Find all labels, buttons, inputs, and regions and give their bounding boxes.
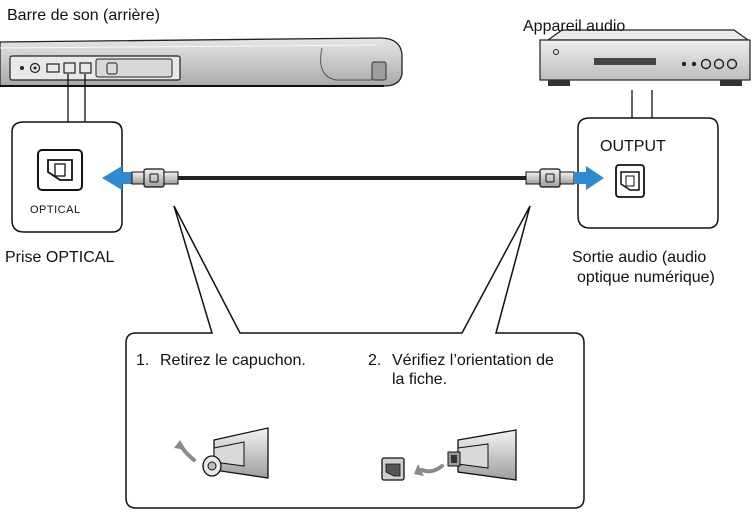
device-label: Appareil audio (523, 18, 626, 35)
audio-device-illustration (539, 29, 751, 86)
step-2-number: 2. (368, 352, 382, 369)
optical-port-text: OPTICAL (30, 204, 81, 216)
plug-orientation-illustration (381, 429, 517, 481)
instruction-callout-frame (125, 205, 585, 509)
output-port-text: OUTPUT (600, 138, 666, 155)
soundbar-illustration (0, 37, 403, 87)
step-2-text-line1: Vérifiez l’orientation de (392, 352, 554, 369)
step-1-text: Retirez le capuchon. (160, 352, 306, 369)
step-2-text-line2: la fiche. (392, 371, 448, 388)
optical-jack-label: Prise OPTICAL (5, 249, 115, 266)
audio-output-label-line2: optique numérique) (577, 269, 715, 286)
step-1-number: 1. (136, 352, 150, 369)
remove-cap-illustration (174, 427, 269, 479)
soundbar-label: Barre de son (arrière) (7, 7, 160, 24)
optical-port-bubble (11, 121, 123, 233)
optical-cable (102, 166, 604, 190)
output-port-bubble (577, 117, 719, 229)
audio-output-label-line1: Sortie audio (audio (572, 249, 707, 266)
